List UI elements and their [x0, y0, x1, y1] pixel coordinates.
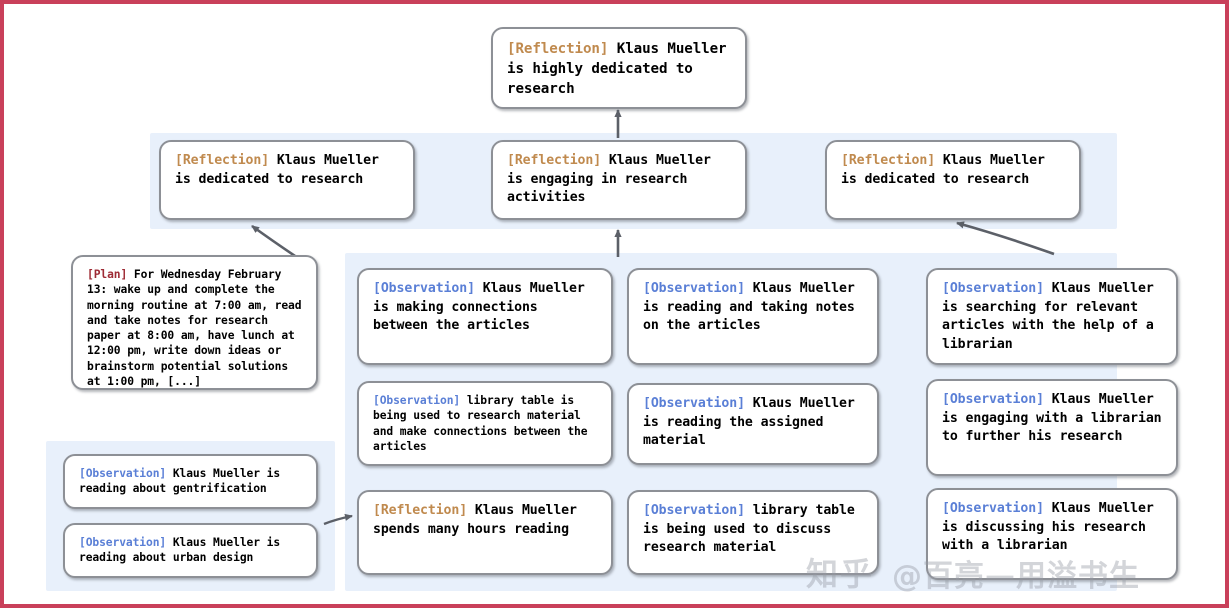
node-text: Klaus Mueller is making connections betw… — [373, 281, 585, 334]
tag-reflection: [Reflection] — [175, 153, 270, 168]
tag-plan: [Plan] — [87, 268, 128, 281]
node-column-a-1[interactable]: [Observation] Klaus Mueller is making co… — [357, 268, 613, 365]
tag-reflection: [Reflection] — [507, 41, 609, 57]
node-text: Klaus Mueller is engaging with a librari… — [942, 392, 1162, 445]
tag-observation: [Observation] — [643, 281, 745, 296]
node-text: Klaus Mueller is discussing his research… — [942, 501, 1154, 554]
tag-observation: [Observation] — [643, 396, 745, 411]
node-text: Klaus Mueller is dedicated to research — [841, 153, 1045, 187]
node-level2-left[interactable]: [Reflection] Klaus Mueller is dedicated … — [159, 140, 415, 220]
node-root-reflection[interactable]: [Reflection] Klaus Mueller is highly ded… — [491, 27, 747, 109]
node-left-observation-1[interactable]: [Observation] Klaus Mueller is reading a… — [63, 454, 318, 509]
node-column-b-1[interactable]: [Observation] Klaus Mueller is reading a… — [627, 268, 879, 365]
node-level2-right[interactable]: [Reflection] Klaus Mueller is dedicated … — [825, 140, 1081, 220]
node-text: Klaus Mueller is highly dedicated to res… — [507, 41, 727, 98]
node-text: For Wednesday February 13: wake up and c… — [87, 268, 302, 388]
tag-observation: [Observation] — [942, 392, 1044, 407]
node-column-c-1[interactable]: [Observation] Klaus Mueller is searching… — [926, 268, 1178, 365]
node-column-b-2[interactable]: [Observation] Klaus Mueller is reading t… — [627, 383, 879, 465]
node-text: Klaus Mueller is reading about gentrific… — [79, 467, 281, 496]
tag-observation: [Observation] — [79, 536, 167, 549]
tag-observation: [Observation] — [373, 281, 475, 296]
tag-observation: [Observation] — [942, 501, 1044, 516]
node-text: Klaus Mueller is reading the assigned ma… — [643, 396, 855, 449]
node-plan[interactable]: [Plan] For Wednesday February 13: wake u… — [71, 255, 318, 390]
node-column-b-3[interactable]: [Observation] library table is being use… — [627, 490, 879, 575]
node-text: Klaus Mueller is searching for relevant … — [942, 281, 1154, 353]
node-column-c-2[interactable]: [Observation] Klaus Mueller is engaging … — [926, 379, 1178, 476]
node-text: Klaus Mueller is engaging in research ac… — [507, 153, 711, 206]
node-text: Klaus Mueller spends many hours reading — [373, 503, 577, 537]
node-text: Klaus Mueller is reading and taking note… — [643, 281, 855, 334]
node-text: library table is being used to research … — [373, 394, 588, 453]
tag-reflection: [Reflection] — [841, 153, 936, 168]
node-column-a-2[interactable]: [Observation] library table is being use… — [357, 381, 613, 466]
node-level2-middle[interactable]: [Reflection] Klaus Mueller is engaging i… — [491, 140, 747, 220]
tag-observation: [Observation] — [373, 394, 461, 407]
tag-observation: [Observation] — [643, 503, 745, 518]
tag-reflection: [Reflection] — [373, 503, 468, 518]
tag-observation: [Observation] — [942, 281, 1044, 296]
tag-observation: [Observation] — [79, 467, 167, 480]
node-text: Klaus Mueller is reading about urban des… — [79, 536, 281, 565]
node-text: Klaus Mueller is dedicated to research — [175, 153, 379, 187]
node-text: library table is being used to discuss r… — [643, 503, 855, 556]
node-column-c-3[interactable]: [Observation] Klaus Mueller is discussin… — [926, 488, 1178, 580]
node-left-observation-2[interactable]: [Observation] Klaus Mueller is reading a… — [63, 523, 318, 578]
node-column-a-3[interactable]: [Reflection] Klaus Mueller spends many h… — [357, 490, 613, 575]
tag-reflection: [Reflection] — [507, 153, 602, 168]
